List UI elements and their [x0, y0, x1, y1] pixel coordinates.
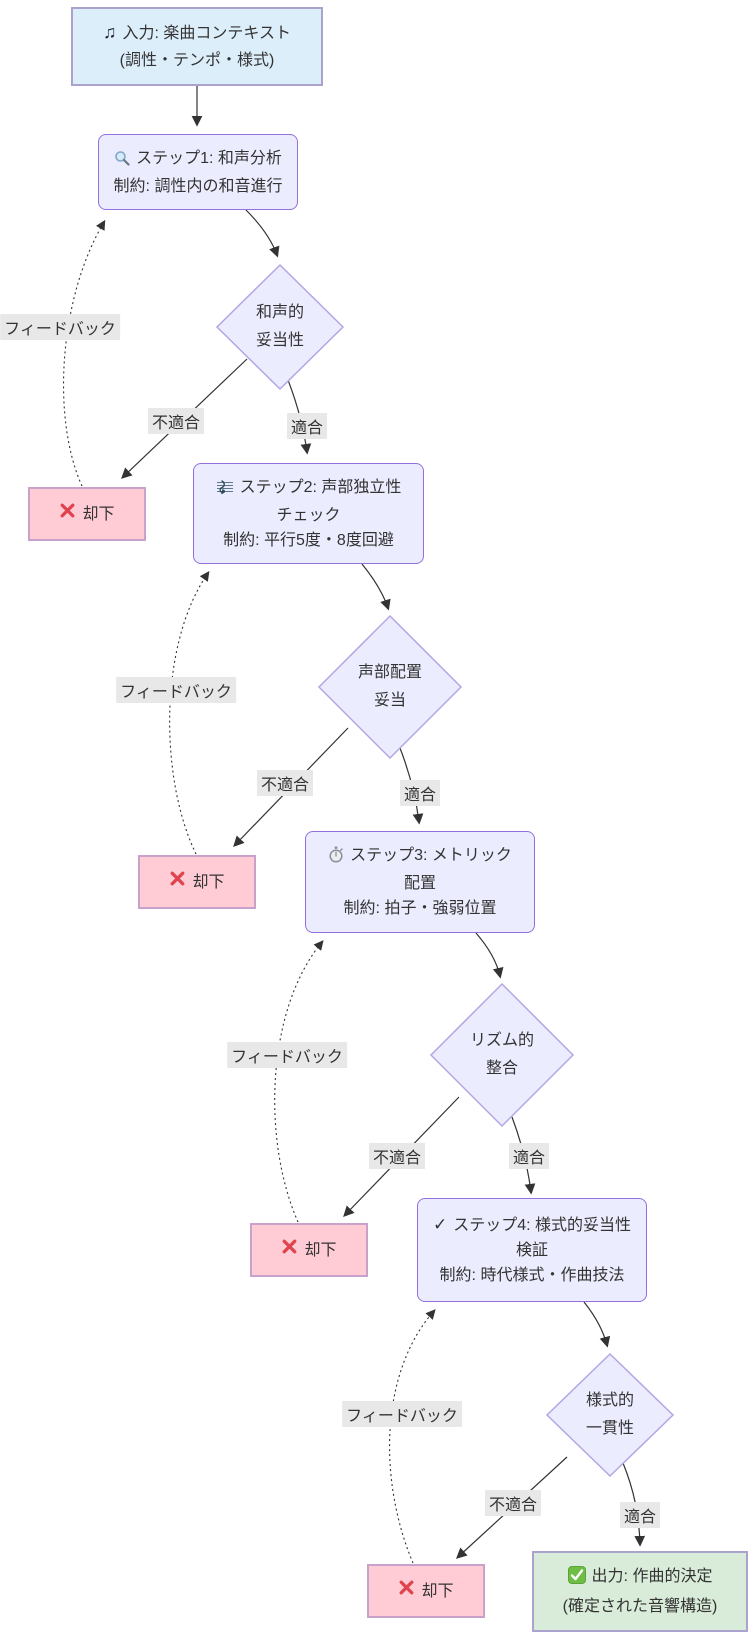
node-step2-line3: 制約: 平行5度・8度回避 [223, 531, 394, 549]
edge-reject3-step3-feedback [274, 940, 324, 1223]
node-input-line1: 入力: 楽曲コンテキスト [122, 25, 291, 42]
node-step3-line3: 制約: 拍子・強弱位置 [343, 900, 497, 917]
node-input-line2: (調性・テンポ・様式) [119, 52, 275, 69]
node-step3: ステップ3: メトリック 配置 制約: 拍子・強弱位置 [305, 831, 535, 933]
cross-icon [169, 870, 186, 895]
node-step1: ステップ1: 和声分析 制約: 調性内の和音進行 [98, 134, 298, 210]
node-step3-line1: ステップ3: メトリック [350, 847, 512, 864]
node-step1-line2: 制約: 調性内の和音進行 [113, 177, 283, 195]
node-step4-line2: 検証 [515, 1242, 548, 1259]
fail-label-4: 不適合 [484, 1490, 542, 1516]
node-output-line2: (確定された音響構造) [562, 1598, 718, 1615]
node-input: ♫ 入力: 楽曲コンテキスト (調性・テンポ・様式) [71, 7, 323, 86]
edge-reject2-step2-feedback [169, 570, 210, 855]
decision2-label: 声部配置 妥当 [357, 664, 422, 709]
feedback-label-3: フィードバック [227, 1042, 347, 1068]
edge-step2-decision2 [361, 563, 391, 611]
decision1-label: 和声的 妥当性 [255, 304, 304, 349]
music-notes-icon: ♫ [103, 22, 117, 42]
node-output: 出力: 作曲的決定 (確定された音響構造) [532, 1551, 748, 1632]
magnifier-icon [114, 149, 130, 174]
decision3-label: リズム的 整合 [469, 1032, 534, 1077]
node-step4-line1: ステップ4: 様式的妥当性 [453, 1217, 632, 1234]
decision4-label: 様式的 一貫性 [585, 1392, 634, 1437]
check-icon: ✓ [432, 1215, 448, 1234]
fail-label-2: 不適合 [256, 770, 314, 796]
fail-label-3: 不適合 [368, 1143, 426, 1169]
edge-reject4-step4-feedback [389, 1309, 436, 1564]
node-step4-line3: 制約: 時代様式・作曲技法 [439, 1267, 625, 1284]
stopwatch-icon [328, 846, 344, 871]
cross-icon [398, 1579, 415, 1604]
decision3-diamond [429, 982, 575, 1128]
node-step2: ステップ2: 声部独立性 チェック 制約: 平行5度・8度回避 [193, 463, 424, 564]
edge-reject1-step1-feedback [62, 219, 106, 487]
feedback-label-1: フィードバック [0, 314, 120, 340]
node-reject2: 却下 [138, 855, 256, 909]
cross-icon [281, 1238, 298, 1263]
cross-icon [59, 502, 76, 527]
node-reject4: 却下 [367, 1564, 485, 1618]
decision4-diamond [545, 1352, 675, 1478]
node-step2-line1: ステップ2: 声部独立性 [239, 478, 402, 496]
fail-label-1: 不適合 [147, 408, 205, 434]
pass-label-2: 適合 [399, 780, 441, 806]
node-step2-line2: チェック [276, 506, 341, 524]
edge-step3-decision3 [475, 932, 504, 979]
node-step1-line1: ステップ1: 和声分析 [136, 149, 282, 167]
decision1-diamond [215, 263, 345, 391]
reject3-label: 却下 [304, 1241, 337, 1259]
edge-step4-decision4 [583, 1301, 611, 1348]
reject2-label: 却下 [192, 873, 225, 891]
feedback-label-4: フィードバック [342, 1401, 462, 1427]
node-output-line1: 出力: 作曲的決定 [591, 1568, 713, 1585]
node-step3-line2: 配置 [403, 875, 436, 892]
edge-step1-decision1 [245, 209, 280, 258]
decision2-diamond [317, 614, 463, 760]
musical-score-icon [216, 478, 234, 503]
pass-label-3: 適合 [508, 1143, 550, 1169]
feedback-label-2: フィードバック [116, 677, 236, 703]
node-reject3: 却下 [250, 1223, 368, 1277]
pass-label-4: 適合 [619, 1502, 661, 1528]
node-reject1: 却下 [28, 487, 146, 541]
node-step4: ✓ ステップ4: 様式的妥当性 検証 制約: 時代様式・作曲技法 [417, 1198, 647, 1302]
pass-label-1: 適合 [286, 413, 328, 439]
reject4-label: 却下 [421, 1582, 454, 1600]
check-box-icon [567, 1566, 586, 1593]
reject1-label: 却下 [82, 505, 115, 523]
